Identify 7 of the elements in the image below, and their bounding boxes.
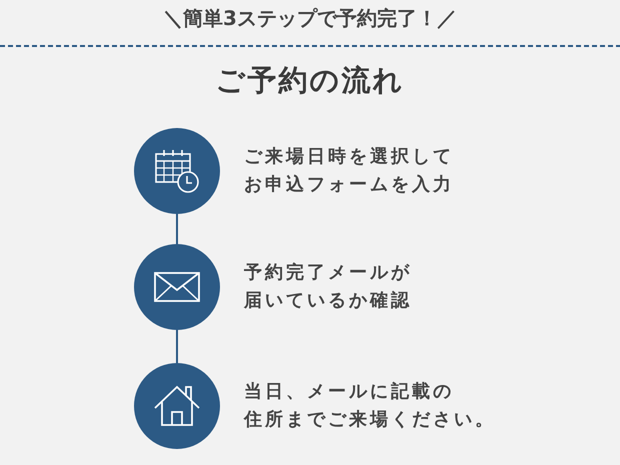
title: ご予約の流れ [214,62,406,99]
connector-line [176,330,178,363]
step-text: 予約完了メールが届いているか確認 [244,261,412,313]
step-text: ご来場日時を選択してお申込フォームを入力 [244,145,454,197]
connector-line [176,214,178,244]
tagline: ＼簡単3ステップで予約完了！／ [162,5,458,32]
step-text: 当日、メールに記載の住所までご来場ください。 [244,380,496,432]
